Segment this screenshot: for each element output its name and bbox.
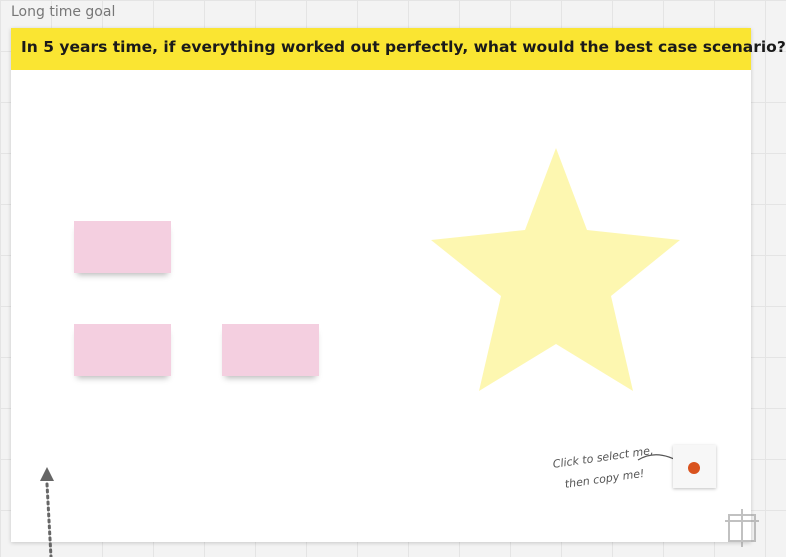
hint-arrow-icon — [637, 454, 684, 465]
copy-me-card[interactable] — [673, 445, 716, 488]
question-bar[interactable]: In 5 years time, if everything worked ou… — [11, 28, 786, 70]
sticky-note[interactable] — [222, 324, 319, 376]
frame-title[interactable]: Long time goal — [11, 4, 116, 20]
watermark-logo-icon — [725, 509, 759, 547]
star-shape[interactable] — [429, 146, 683, 394]
sticky-note[interactable] — [74, 221, 171, 273]
board-frame[interactable]: In 5 years time, if everything worked ou… — [11, 28, 786, 542]
sticky-note[interactable] — [74, 324, 171, 376]
question-text: In 5 years time, if everything worked ou… — [21, 38, 786, 56]
dotted-arrow-icon — [40, 467, 54, 557]
copy-dot-icon[interactable] — [688, 462, 700, 474]
